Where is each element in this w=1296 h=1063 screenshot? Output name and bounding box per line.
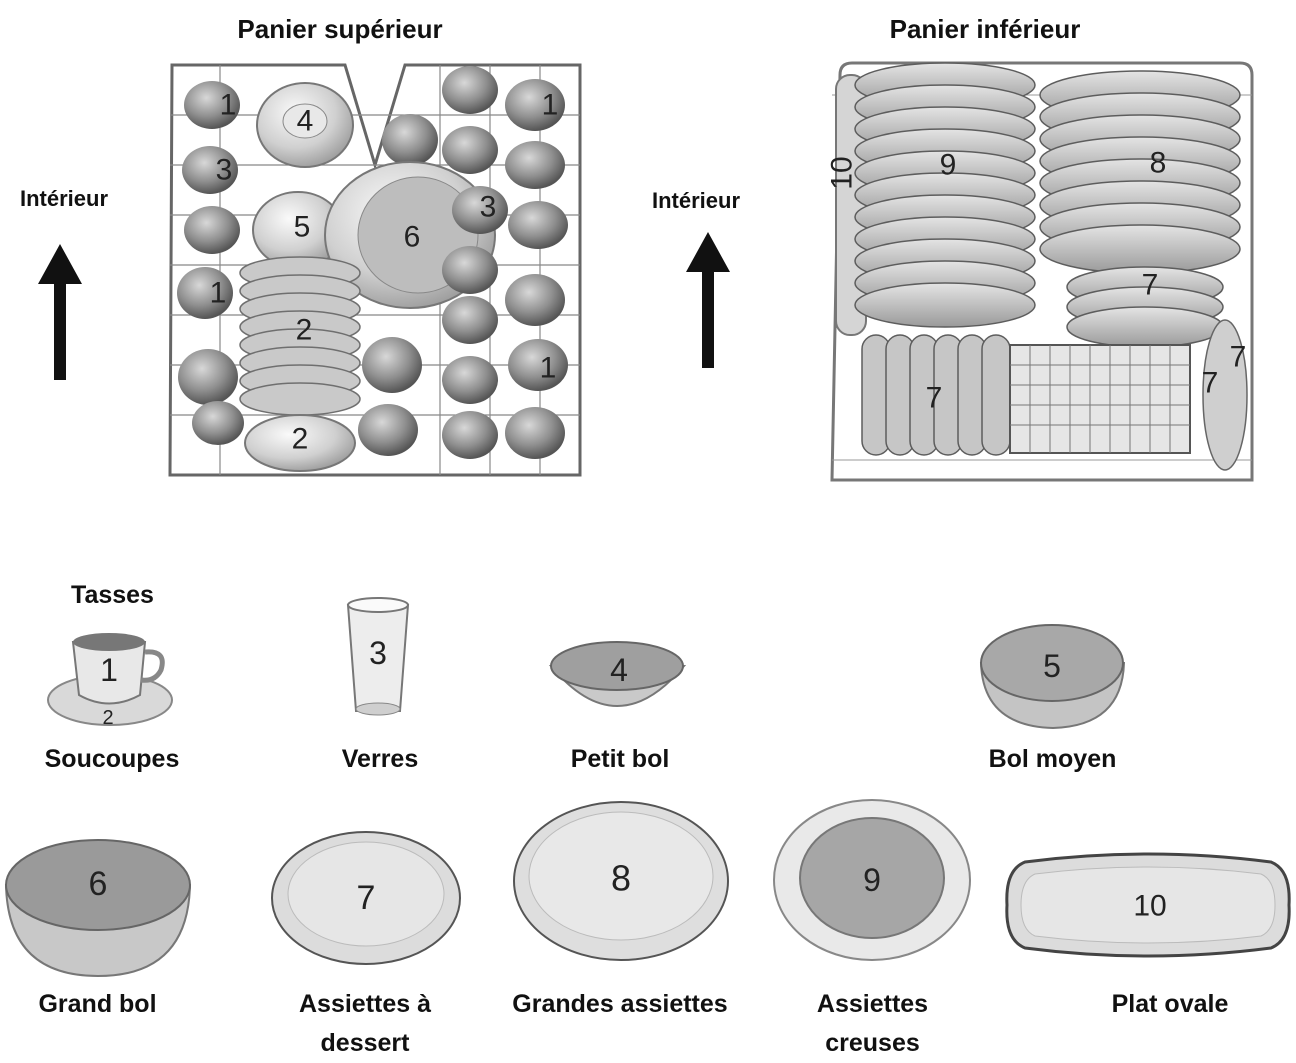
large-bowl-icon: 6 — [4, 839, 192, 978]
upper-basket-diagram: 1 4 1 3 5 6 3 1 2 1 2 — [168, 63, 582, 477]
legend-label-line: Assiettes — [816, 990, 929, 1018]
legend-label-line: dessert — [320, 1028, 410, 1057]
medium-bowl-icon: 5 — [979, 624, 1126, 730]
lower-marker: 9 — [940, 149, 957, 182]
legend-label: Bol moyen — [988, 745, 1117, 773]
lower-plate-stack-9 — [854, 62, 1036, 328]
upper-marker: 4 — [297, 105, 314, 138]
lower-marker: 8 — [1150, 147, 1167, 180]
oval-platter-icon: 10 — [1005, 852, 1291, 958]
legend-number: 9 — [863, 862, 881, 898]
upper-marker: 6 — [404, 221, 421, 254]
lower-marker: 7 — [1142, 269, 1159, 302]
upper-left-cups — [177, 81, 244, 445]
upper-marker: 1 — [542, 89, 559, 122]
upper-marker: 3 — [480, 191, 497, 224]
legend-label: Grandes assiettes — [512, 990, 728, 1018]
legend-number: 8 — [611, 858, 631, 899]
lower-inside-arrow-icon — [686, 232, 730, 368]
legend-label: Grand bol — [38, 990, 157, 1018]
legend-number: 7 — [357, 879, 376, 917]
legend-label-line: Assiettes à — [298, 990, 432, 1018]
upper-marker: 1 — [210, 277, 227, 310]
small-bowl-icon: 4 — [548, 641, 687, 707]
lower-marker: 10 — [826, 156, 859, 189]
upper-basket-title: Panier supérieur — [237, 14, 443, 44]
lower-plate-stack-7 — [861, 334, 1011, 456]
upper-marker: 1 — [540, 352, 557, 385]
glass-icon: 3 — [346, 597, 410, 716]
upper-marker: 1 — [220, 89, 237, 122]
legend-label: Assiettes creuses — [780, 985, 965, 1063]
upper-saucer-stack — [239, 256, 361, 416]
upper-right-glasses — [442, 66, 568, 459]
dessert-plate-icon: 7 — [271, 831, 461, 965]
lower-basket-diagram: 10 9 8 7 7 7 7 — [826, 61, 1254, 482]
legend-caption-tasses: Tasses — [71, 581, 154, 609]
upper-inside-arrow-icon — [38, 244, 82, 380]
legend-label: Assiettes à dessert — [265, 985, 465, 1063]
lower-marker: 7 — [1202, 367, 1219, 400]
cup-saucer-icon: 1 2 — [47, 633, 173, 729]
legend-subnumber: 2 — [102, 707, 113, 729]
legend-label-line: creuses — [825, 1028, 920, 1057]
lower-marker: 7 — [926, 382, 943, 415]
legend-number: 6 — [89, 865, 108, 903]
upper-marker: 2 — [292, 423, 309, 456]
legend-label: Petit bol — [570, 745, 670, 773]
large-plate-icon: 8 — [513, 801, 729, 961]
legend-number: 10 — [1133, 890, 1166, 923]
soup-plate-icon: 9 — [773, 799, 971, 961]
upper-marker: 3 — [216, 154, 233, 187]
upper-marker: 5 — [294, 211, 311, 244]
lower-marker: 7 — [1230, 341, 1247, 374]
legend-number: 1 — [100, 652, 118, 688]
legend-label: Verres — [341, 745, 419, 773]
legend-label: Soucoupes — [44, 745, 180, 773]
lower-inside-label: Intérieur — [652, 188, 741, 213]
lower-plate-stack-8 — [1039, 70, 1241, 274]
lower-cutlery-basket — [1009, 344, 1191, 454]
legend-number: 5 — [1043, 648, 1061, 684]
legend-number: 4 — [610, 652, 628, 688]
lower-basket-title: Panier inférieur — [889, 14, 1081, 44]
legend-label: Plat ovale — [1111, 990, 1229, 1018]
upper-marker: 2 — [296, 314, 313, 347]
legend-number: 3 — [369, 635, 387, 671]
upper-inside-label: Intérieur — [20, 186, 109, 211]
